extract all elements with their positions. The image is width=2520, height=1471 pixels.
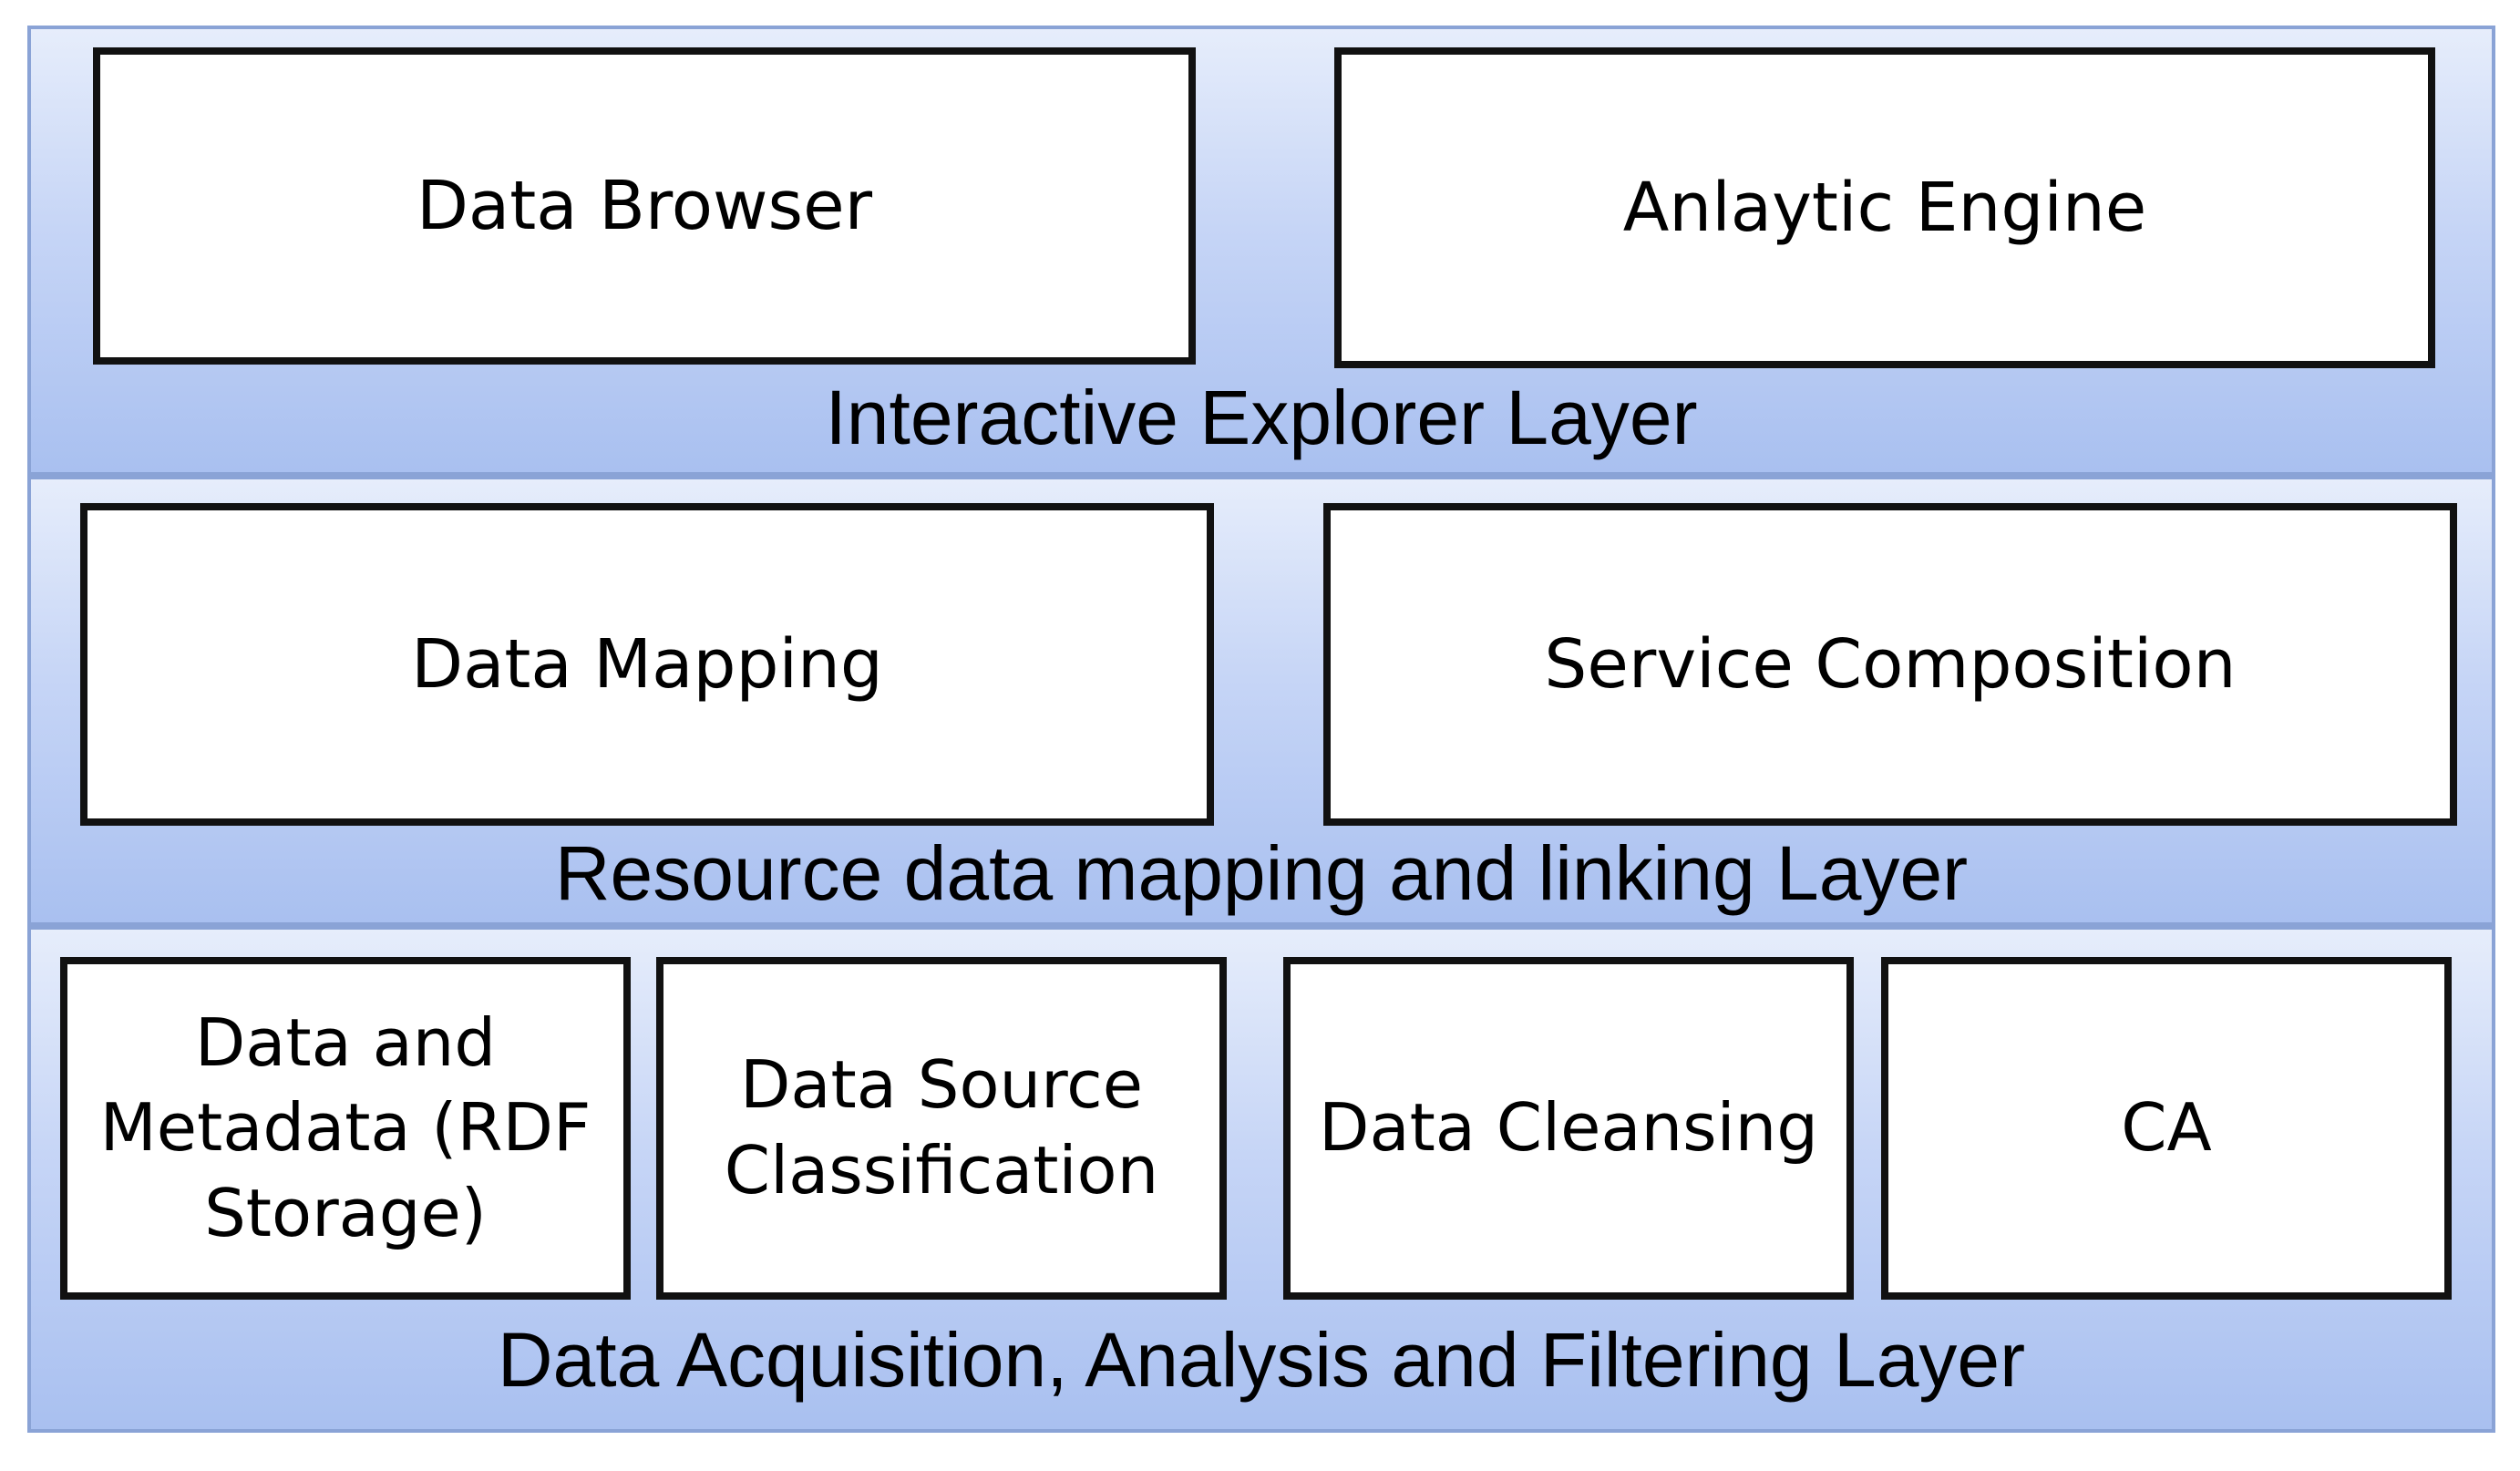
ca-box: CA — [1881, 957, 2452, 1300]
data-acquisition-layer-label: Data Acquisition, Analysis and Filtering… — [497, 1317, 2026, 1403]
data-acquisition-layer: Data and Metadata (RDF Storage) Data Sou… — [27, 926, 2495, 1433]
data-browser-label: Data Browser — [416, 166, 873, 245]
resource-mapping-layer-label: Resource data mapping and linking Layer — [554, 830, 1969, 916]
service-composition-box: Service Composition — [1323, 503, 2457, 826]
resource-mapping-layer: Data Mapping Service Composition Resourc… — [27, 476, 2495, 926]
data-mapping-box: Data Mapping — [80, 503, 1214, 826]
service-composition-label: Service Composition — [1544, 624, 2237, 704]
data-browser-box: Data Browser — [93, 47, 1196, 365]
data-source-classification-label: Data Source Classification — [724, 1046, 1159, 1209]
rdf-storage-box: Data and Metadata (RDF Storage) — [60, 957, 631, 1300]
analytic-engine-label: Anlaytic Engine — [1622, 168, 2147, 247]
analytic-engine-box: Anlaytic Engine — [1334, 47, 2435, 368]
rdf-storage-label: Data and Metadata (RDF Storage) — [99, 1003, 591, 1251]
interactive-explorer-layer: Data Browser Anlaytic Engine Interactive… — [27, 26, 2495, 476]
ca-label: CA — [2121, 1089, 2212, 1167]
data-source-classification-box: Data Source Classification — [656, 957, 1227, 1300]
data-cleansing-label: Data Cleansing — [1319, 1089, 1818, 1167]
data-cleansing-box: Data Cleansing — [1283, 957, 1854, 1300]
data-mapping-label: Data Mapping — [411, 624, 883, 704]
interactive-explorer-layer-label: Interactive Explorer Layer — [825, 375, 1698, 460]
